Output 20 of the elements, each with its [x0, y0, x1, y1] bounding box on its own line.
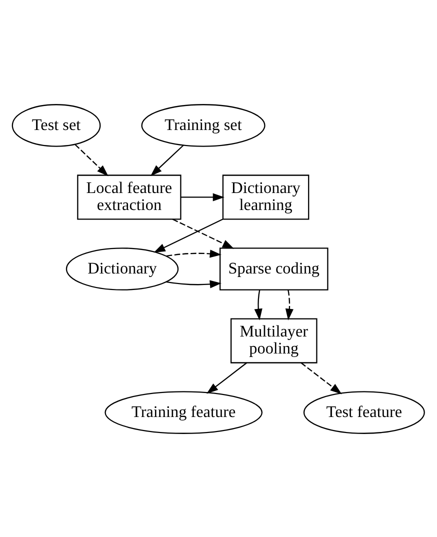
arrow: [74, 144, 108, 176]
node-box: Dictionary learning: [222, 174, 310, 220]
arrow: [166, 280, 222, 288]
arrow: [180, 192, 224, 201]
arrow: [206, 362, 248, 394]
node-ellipse: Test set: [12, 104, 101, 146]
arrow: [300, 362, 342, 394]
arrow: [285, 289, 294, 320]
node-ellipse: Test feature: [303, 390, 425, 434]
node-box: Sparse coding: [219, 247, 328, 290]
arrow: [254, 289, 262, 320]
node-ellipse: Training set: [141, 104, 266, 146]
node-ellipse: Training feature: [104, 390, 263, 434]
arrow: [166, 249, 222, 258]
node-box: Local feature extraction: [77, 174, 182, 220]
node-ellipse: Dictionary: [66, 247, 179, 290]
node-box: Multilayer pooling: [230, 318, 318, 363]
arrow: [154, 218, 223, 252]
arrow: [172, 218, 234, 248]
arrow: [150, 144, 184, 176]
